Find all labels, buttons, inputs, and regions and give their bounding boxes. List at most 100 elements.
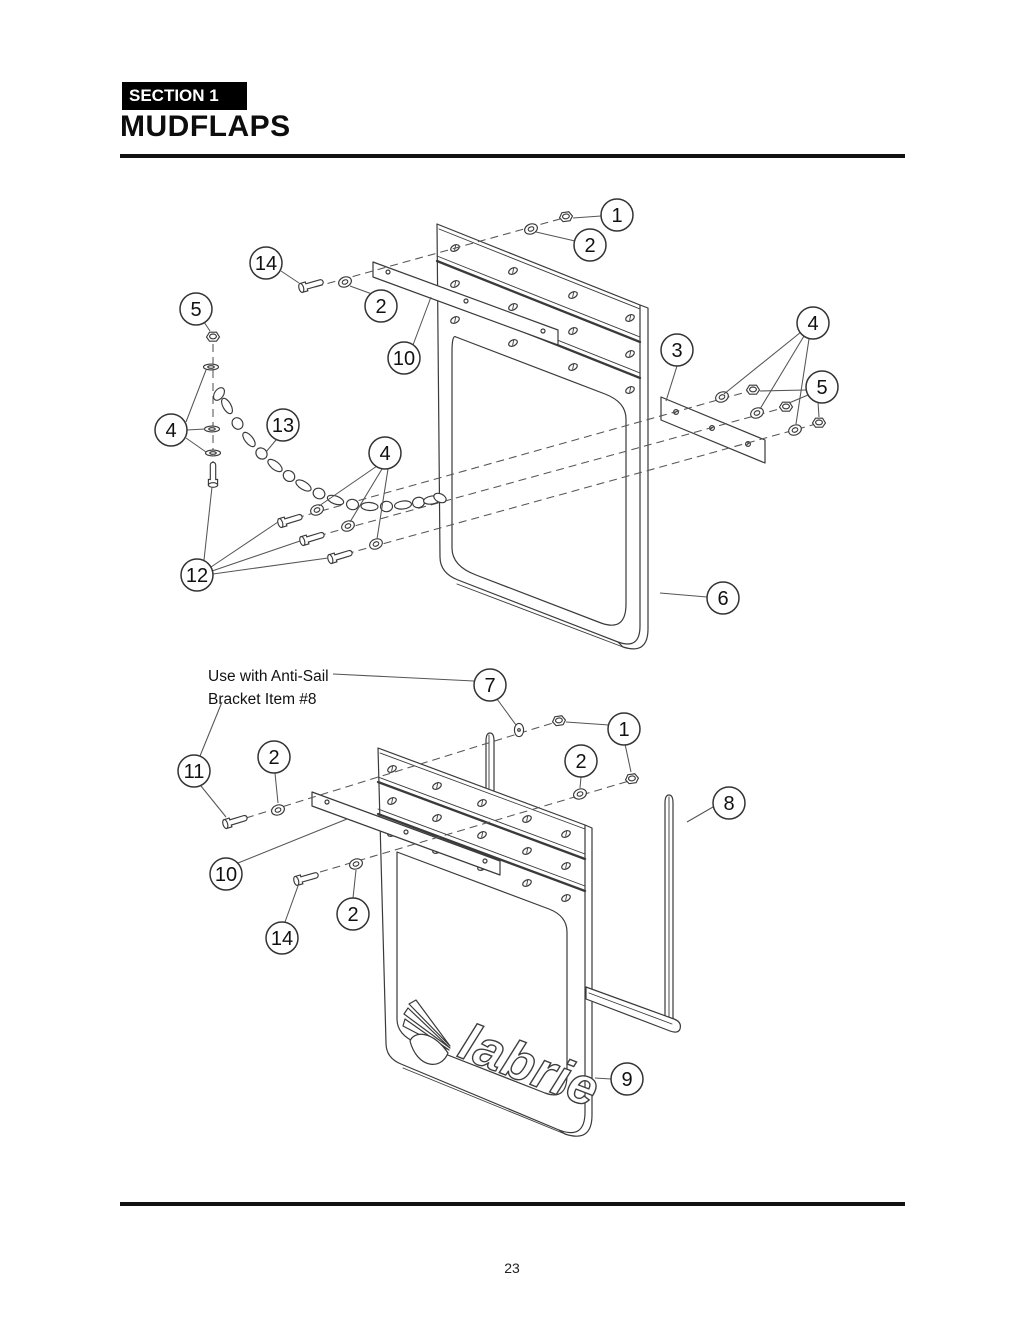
- bottom-rail-2: [376, 812, 587, 893]
- callout-7: 7: [473, 668, 507, 702]
- top-mudflap-top-edge: [438, 228, 641, 310]
- logo-fan-blade: [403, 1007, 451, 1049]
- leader-line: [759, 335, 805, 410]
- callout-2: 2: [573, 228, 607, 262]
- nut-icon: [811, 417, 827, 428]
- leader-line: [210, 521, 279, 568]
- section-tag: SECTION 1: [122, 82, 247, 110]
- callout-4: 4: [796, 306, 830, 340]
- bottom-mudflap-thickness: [558, 824, 593, 1137]
- svg-text:2: 2: [268, 747, 279, 769]
- logo-fan-blade: [408, 999, 451, 1047]
- top-mudflap-inner-outline: [451, 335, 627, 626]
- leader-line: [237, 818, 348, 864]
- leader-line: [795, 338, 810, 425]
- chain-link: [221, 397, 233, 415]
- callout-12: 12: [180, 558, 214, 592]
- svg-text:1: 1: [611, 205, 622, 227]
- callout-11: 11: [177, 754, 211, 788]
- washer-icon: [269, 802, 287, 818]
- washer-icon: [308, 502, 326, 518]
- callout-14: 14: [249, 246, 283, 280]
- annotation-line-1: Use with Anti-Sail: [208, 668, 329, 685]
- leader-line: [579, 776, 582, 789]
- bar-hole: [540, 328, 546, 334]
- leader-line: [624, 743, 632, 773]
- washer-icon: [336, 274, 354, 290]
- chain-link: [379, 500, 394, 513]
- bolt-icon: [298, 529, 326, 547]
- callout-5: 5: [805, 370, 839, 404]
- chain-link: [231, 417, 244, 430]
- leader-line: [185, 369, 207, 423]
- leader-line: [212, 557, 329, 575]
- leader-line: [200, 785, 227, 818]
- page-title: MUDFLAPS: [120, 110, 291, 143]
- leader-line: [788, 394, 809, 404]
- leader-line: [203, 486, 213, 561]
- washer-icon: [202, 363, 220, 371]
- anti-sail-bracket-left-leg: [485, 732, 495, 792]
- rod-highlight: [588, 992, 673, 1025]
- chain-link: [360, 501, 379, 512]
- leader-line: [318, 465, 378, 507]
- svg-text:13: 13: [272, 415, 294, 437]
- callout-10: 10: [209, 857, 243, 891]
- bolt-icon: [221, 812, 249, 830]
- leader-line: [349, 285, 373, 295]
- bolt-icon: [297, 276, 325, 294]
- svg-text:12: 12: [186, 565, 208, 587]
- svg-text:8: 8: [723, 793, 734, 815]
- callout-4: 4: [154, 413, 188, 447]
- svg-text:4: 4: [165, 420, 176, 442]
- chain-link: [345, 498, 360, 511]
- svg-text:3: 3: [671, 340, 682, 362]
- svg-text:5: 5: [816, 377, 827, 399]
- leader-line: [352, 869, 357, 899]
- svg-text:9: 9: [621, 1069, 632, 1091]
- callout-13: 13: [266, 408, 300, 442]
- callout-1: 1: [607, 712, 641, 746]
- nut-icon: [558, 210, 574, 223]
- chain-link: [393, 500, 413, 510]
- safety-chain: [212, 387, 447, 513]
- projection-axis: [345, 423, 817, 555]
- washer-icon: [571, 786, 589, 802]
- chain-link: [282, 469, 296, 483]
- svg-text:11: 11: [184, 761, 205, 783]
- chain-hook: [433, 492, 447, 504]
- leader-line: [594, 1077, 612, 1080]
- leader-line: [496, 698, 517, 726]
- leader-line: [759, 389, 807, 392]
- nut-icon: [778, 401, 794, 412]
- top-mudflap-thickness: [617, 304, 649, 650]
- washer-icon: [203, 425, 221, 433]
- svg-text:10: 10: [215, 864, 237, 886]
- callout-2: 2: [364, 289, 398, 323]
- callout-2: 2: [564, 744, 598, 778]
- svg-text:14: 14: [271, 928, 293, 950]
- leader-line: [203, 321, 211, 332]
- chain-link: [267, 458, 283, 473]
- bar-hole: [324, 799, 330, 805]
- svg-text:6: 6: [717, 588, 728, 610]
- bar-hole: [482, 858, 488, 864]
- bolt-icon: [326, 547, 354, 565]
- svg-text:10: 10: [393, 348, 415, 370]
- bolt-icon: [276, 511, 304, 529]
- annotation-leader: [199, 701, 223, 757]
- bottom-rail-1: [376, 780, 587, 861]
- svg-text:2: 2: [375, 296, 386, 318]
- projection-axis: [319, 780, 630, 873]
- washer-icon: [713, 389, 731, 405]
- projection-axis: [295, 390, 751, 519]
- leader-line: [535, 231, 576, 242]
- callout-6: 6: [706, 581, 740, 615]
- leader-line: [686, 806, 714, 823]
- bar-hole: [403, 829, 409, 835]
- leader-line: [723, 331, 802, 395]
- leader-line: [284, 885, 299, 923]
- logo-fan-leaf: [409, 1033, 449, 1065]
- nut-icon: [624, 772, 640, 785]
